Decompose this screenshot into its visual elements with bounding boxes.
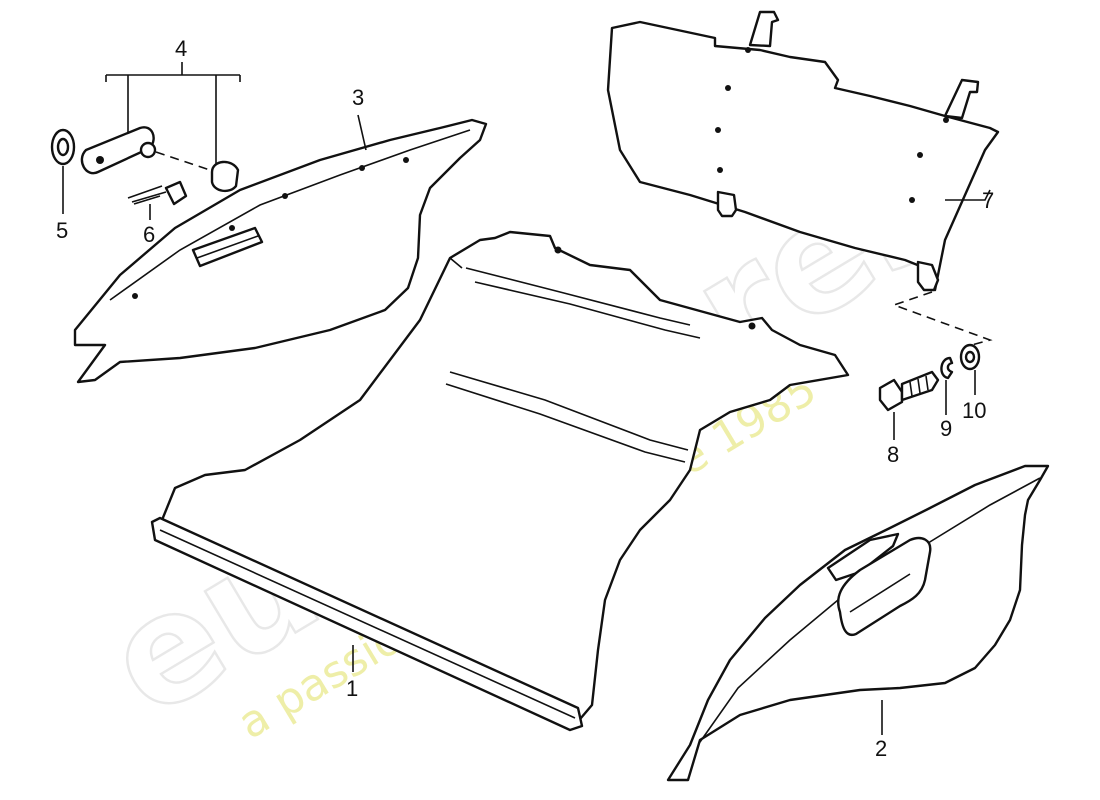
part-2-side-trim-pocket (666, 464, 1050, 782)
callout-4: 4 (175, 36, 187, 61)
callout-10: 10 (962, 398, 986, 423)
assembly-dash-line (891, 291, 993, 347)
callout-2: 2 (875, 736, 887, 761)
callout-3: 3 (352, 85, 364, 110)
part-3-side-trim (73, 118, 488, 384)
part-4-fastener-group (50, 62, 241, 206)
part-10-washer (959, 343, 981, 371)
callout-7: 7 (982, 188, 994, 213)
part-7-bulkhead-panel (606, 10, 1000, 292)
part-1-floor-covering (150, 230, 850, 732)
part-9-spring-washer (940, 356, 954, 380)
callout-9: 9 (940, 416, 952, 441)
callout-8: 8 (887, 442, 899, 467)
callout-5: 5 (56, 218, 68, 243)
callout-6: 6 (143, 222, 155, 247)
callout-1: 1 (346, 676, 358, 701)
part-8-bolt (878, 370, 940, 412)
leader-lines (62, 114, 991, 735)
